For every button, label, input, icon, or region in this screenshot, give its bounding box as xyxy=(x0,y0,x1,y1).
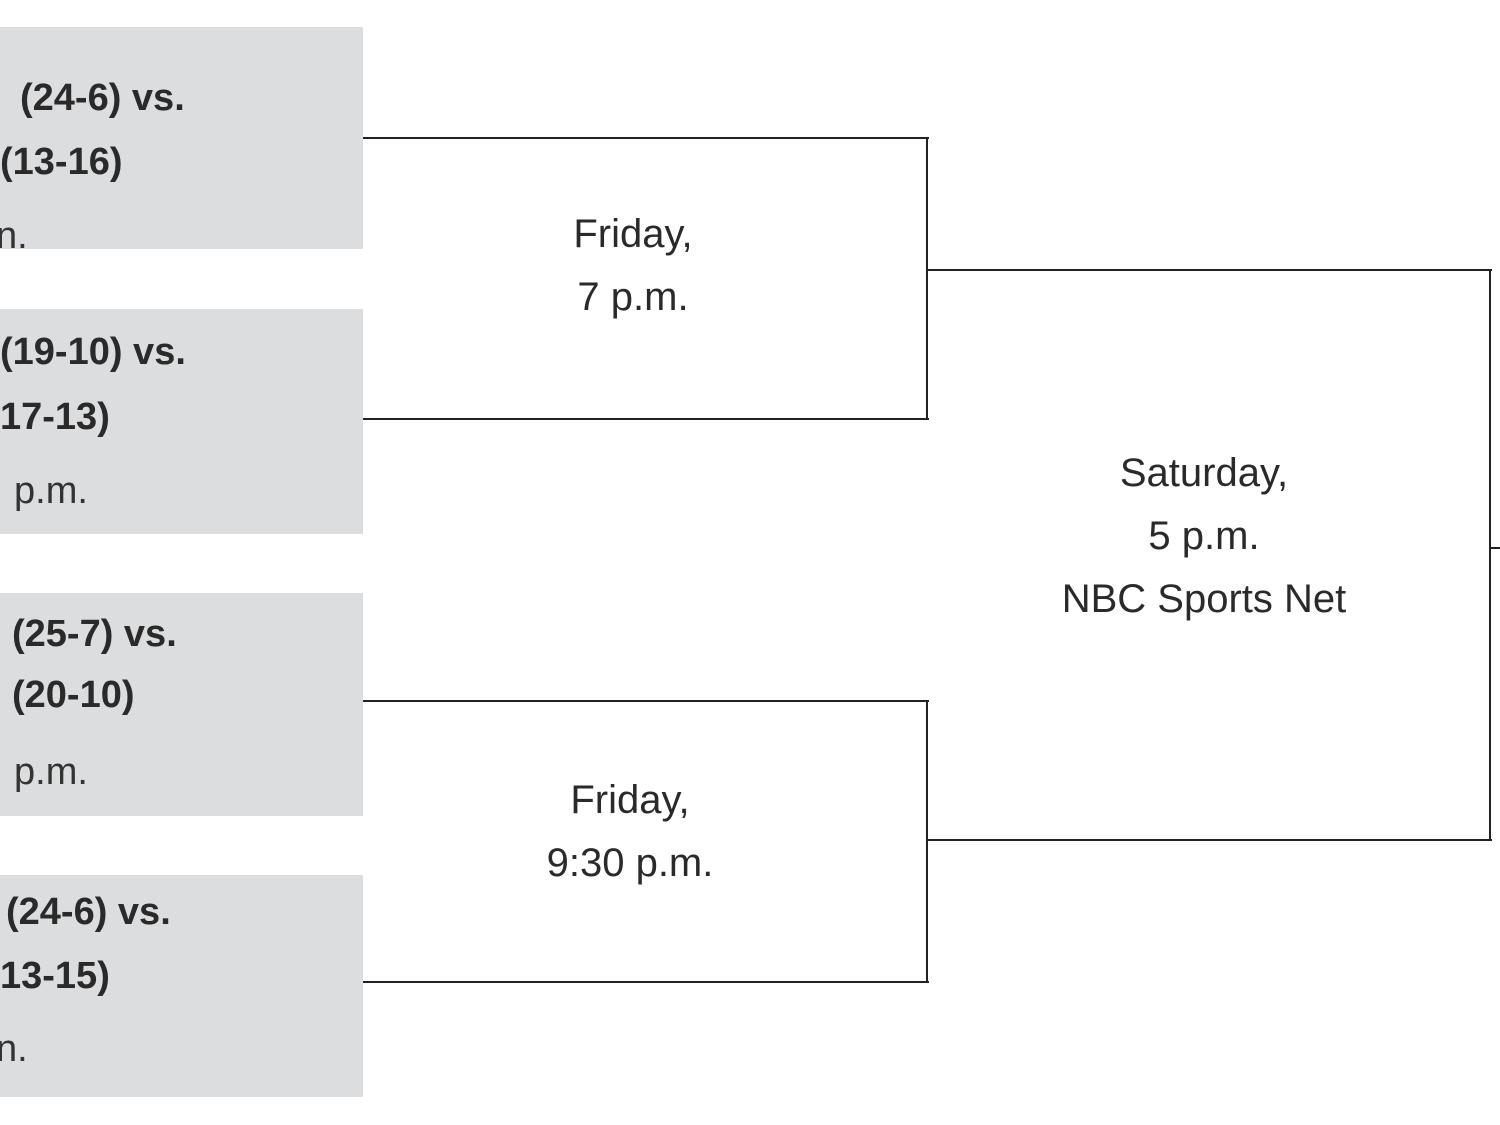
bracket-line xyxy=(926,137,928,420)
matchup-time: p.m. xyxy=(14,470,88,512)
bracket-line xyxy=(363,418,929,420)
bracket-line xyxy=(926,839,1492,841)
semifinal-time: 9:30 p.m. xyxy=(546,841,714,885)
matchup-time: n. xyxy=(0,1028,28,1070)
matchup-teams: (24-6) vs. xyxy=(6,891,171,933)
matchup-box-1: (24-6) vs. (13-16) n. xyxy=(0,27,363,249)
matchup-time: n. xyxy=(0,215,28,249)
matchup-box-2: (19-10) vs. 17-13) p.m. xyxy=(0,309,363,534)
matchup-record: (20-10) xyxy=(12,674,135,716)
semifinal-day: Friday, xyxy=(570,778,690,822)
matchup-box-4: (24-6) vs. 13-15) n. xyxy=(0,875,363,1097)
matchup-record: (13-16) xyxy=(0,141,123,183)
bracket-line xyxy=(926,269,1492,271)
matchup-record: 17-13) xyxy=(0,396,110,438)
final-label: Saturday, 5 p.m. NBC Sports Net xyxy=(1004,442,1404,631)
matchup-box-3: (25-7) vs. (20-10) p.m. xyxy=(0,593,363,816)
bracket-line xyxy=(1489,269,1491,841)
matchup-teams: (19-10) vs. xyxy=(0,331,186,373)
final-network: NBC Sports Net xyxy=(1061,577,1347,621)
final-time: 5 p.m. xyxy=(1148,514,1260,558)
matchup-time: p.m. xyxy=(14,751,88,793)
matchup-record: 13-15) xyxy=(0,955,110,997)
semifinal-1-label: Friday, 7 p.m. xyxy=(533,203,733,329)
semifinal-day: Friday, xyxy=(573,212,693,256)
bracket-line xyxy=(363,981,929,983)
matchup-teams: (25-7) vs. xyxy=(12,613,177,655)
final-day: Saturday, xyxy=(1119,451,1289,495)
bracket-line xyxy=(1489,547,1500,549)
bracket-line xyxy=(363,700,929,702)
bracket-line xyxy=(926,700,928,983)
bracket-line xyxy=(363,137,929,139)
semifinal-2-label: Friday, 9:30 p.m. xyxy=(500,769,760,895)
semifinal-time: 7 p.m. xyxy=(577,275,689,319)
matchup-teams: (24-6) vs. xyxy=(20,77,185,119)
